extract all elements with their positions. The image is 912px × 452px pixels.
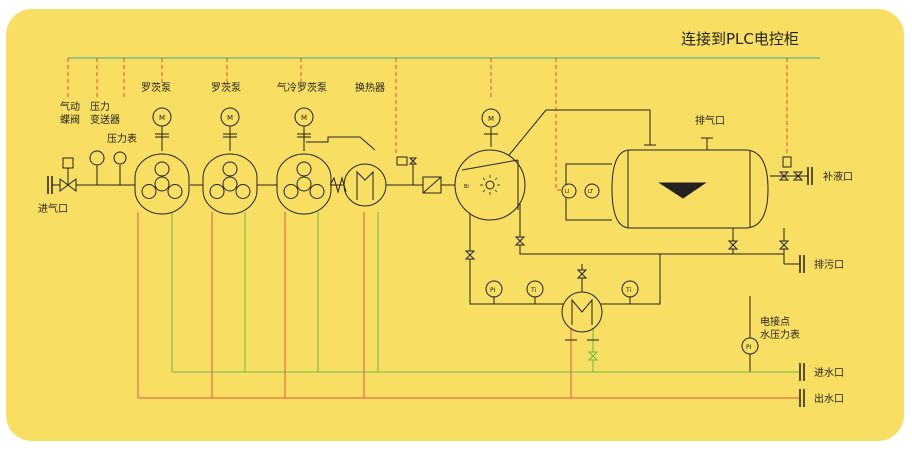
impeller-icon bbox=[485, 180, 495, 190]
roots-pump-2-label: 罗茨泵 bbox=[211, 81, 241, 94]
cooling-loop bbox=[306, 136, 376, 151]
contact-gauge-label-2: 水压力表 bbox=[760, 328, 800, 341]
ti-2-label: Ti bbox=[625, 287, 631, 294]
heat-exchanger-label: 换热器 bbox=[355, 81, 385, 94]
separator-drain bbox=[519, 185, 784, 255]
refill-valves bbox=[778, 156, 804, 250]
level-indicator-icon bbox=[561, 183, 577, 199]
drain-valve bbox=[778, 240, 790, 250]
pressure-transmitter-label-2: 变送器 bbox=[90, 113, 120, 126]
heat-exchanger bbox=[329, 163, 387, 207]
storage-tank bbox=[611, 137, 769, 250]
right-flanges bbox=[799, 167, 813, 407]
separator-wall-1 bbox=[461, 159, 519, 171]
inline-filter bbox=[422, 176, 442, 194]
separator-tag: BI bbox=[464, 184, 469, 190]
drain-port-label: 排污口 bbox=[814, 258, 844, 271]
pump-rotor-lobes bbox=[141, 161, 183, 199]
solenoid-box bbox=[396, 156, 408, 166]
refill-valve-1 bbox=[778, 171, 790, 181]
pressure-gauge-icon bbox=[113, 151, 127, 165]
heat-exchanger-coil bbox=[356, 170, 374, 200]
ti-1-icon bbox=[526, 280, 544, 298]
level-transmitter-label: LT bbox=[588, 189, 594, 195]
ti-2-icon bbox=[621, 280, 639, 298]
pressure-instruments bbox=[89, 150, 127, 185]
contact-gauge-icon bbox=[741, 337, 759, 355]
impeller-blades bbox=[480, 175, 500, 195]
pneumatic-valve-label-1: 气动 bbox=[60, 100, 80, 113]
water-outlet-label: 出水口 bbox=[814, 392, 844, 405]
bottom-exchanger-coil bbox=[571, 298, 593, 325]
liquid-level-marker bbox=[658, 182, 707, 199]
filter-diagonal bbox=[422, 176, 442, 194]
bottom-exchanger-valve bbox=[576, 269, 588, 279]
green-inlet-valve bbox=[587, 351, 599, 361]
refill-port-label: 补液口 bbox=[823, 170, 853, 183]
separator-to-tank bbox=[504, 109, 651, 161]
diagram-labels: 气动 蝶阀 压力 变送器 压力表 罗茨泵 罗茨泵 气冷罗茨泵 换热器 排气口 进… bbox=[38, 81, 853, 405]
roots-pump-3: M bbox=[276, 107, 332, 215]
refill-valve-2 bbox=[792, 171, 804, 181]
contact-gauge-label-1: 电接点 bbox=[760, 315, 790, 328]
tank-drain-valve bbox=[727, 240, 739, 250]
pi-1-icon bbox=[485, 280, 503, 298]
hx-outlet-valve bbox=[396, 156, 418, 185]
ti-1-label: Ti bbox=[530, 287, 536, 294]
separator-motor-label: M bbox=[488, 115, 494, 123]
signal-lines bbox=[67, 58, 788, 191]
refill-solenoid bbox=[782, 156, 792, 168]
separator-drain-valve bbox=[514, 236, 526, 246]
gas-inlet-label: 进气口 bbox=[38, 202, 68, 215]
pump-rotor-hub bbox=[296, 176, 312, 192]
pi-1-label: PI bbox=[490, 287, 496, 294]
roots-pump-1-label: 罗茨泵 bbox=[141, 81, 171, 94]
background-panel bbox=[6, 9, 904, 441]
exchanger-return bbox=[596, 254, 661, 305]
level-instruments: LI LT bbox=[561, 183, 600, 199]
water-inlet-lines bbox=[171, 212, 800, 373]
pump-rotor-hub bbox=[154, 176, 170, 192]
exhaust-port-label: 排气口 bbox=[695, 114, 725, 127]
water-inlet-label: 进水口 bbox=[814, 367, 844, 379]
separator-outlet-valve bbox=[464, 250, 476, 260]
level-transmitter-icon bbox=[584, 183, 600, 199]
roots-pump-1: M bbox=[134, 107, 190, 215]
pump-rotor-lobes bbox=[283, 161, 325, 199]
pneumatic-butterfly-valve bbox=[59, 157, 77, 192]
pump-motor-label: M bbox=[227, 114, 233, 122]
small-valve bbox=[408, 157, 418, 165]
pump-motor-label: M bbox=[301, 114, 307, 122]
level-indicator-label: LI bbox=[565, 189, 569, 195]
valve-actuator bbox=[62, 157, 74, 169]
pneumatic-valve-label-2: 蝶阀 bbox=[60, 113, 80, 126]
separator: M BI bbox=[454, 108, 526, 260]
signal-line-level bbox=[555, 58, 564, 191]
pressure-transmitter-label-1: 压力 bbox=[90, 100, 110, 113]
roots-pump-2: M bbox=[202, 107, 258, 215]
zigzag-icon bbox=[329, 176, 347, 194]
pump-rotor-lobes bbox=[209, 161, 251, 199]
heat-exchanger-shell bbox=[343, 163, 387, 207]
separator-motor-icon bbox=[481, 108, 501, 128]
air-cooled-roots-pump-label: 气冷罗茨泵 bbox=[277, 81, 327, 94]
pressure-gauge-label: 压力表 bbox=[107, 132, 137, 145]
pump-motor-label: M bbox=[159, 114, 165, 122]
contact-gauge-tag: PI bbox=[746, 344, 752, 351]
bottom-exchanger: PI Ti Ti PI bbox=[485, 264, 759, 361]
pressure-transmitter-icon bbox=[89, 150, 105, 166]
plc-title: 连接到PLC电控柜 bbox=[681, 30, 799, 48]
pump-rotor-hub bbox=[222, 176, 238, 192]
